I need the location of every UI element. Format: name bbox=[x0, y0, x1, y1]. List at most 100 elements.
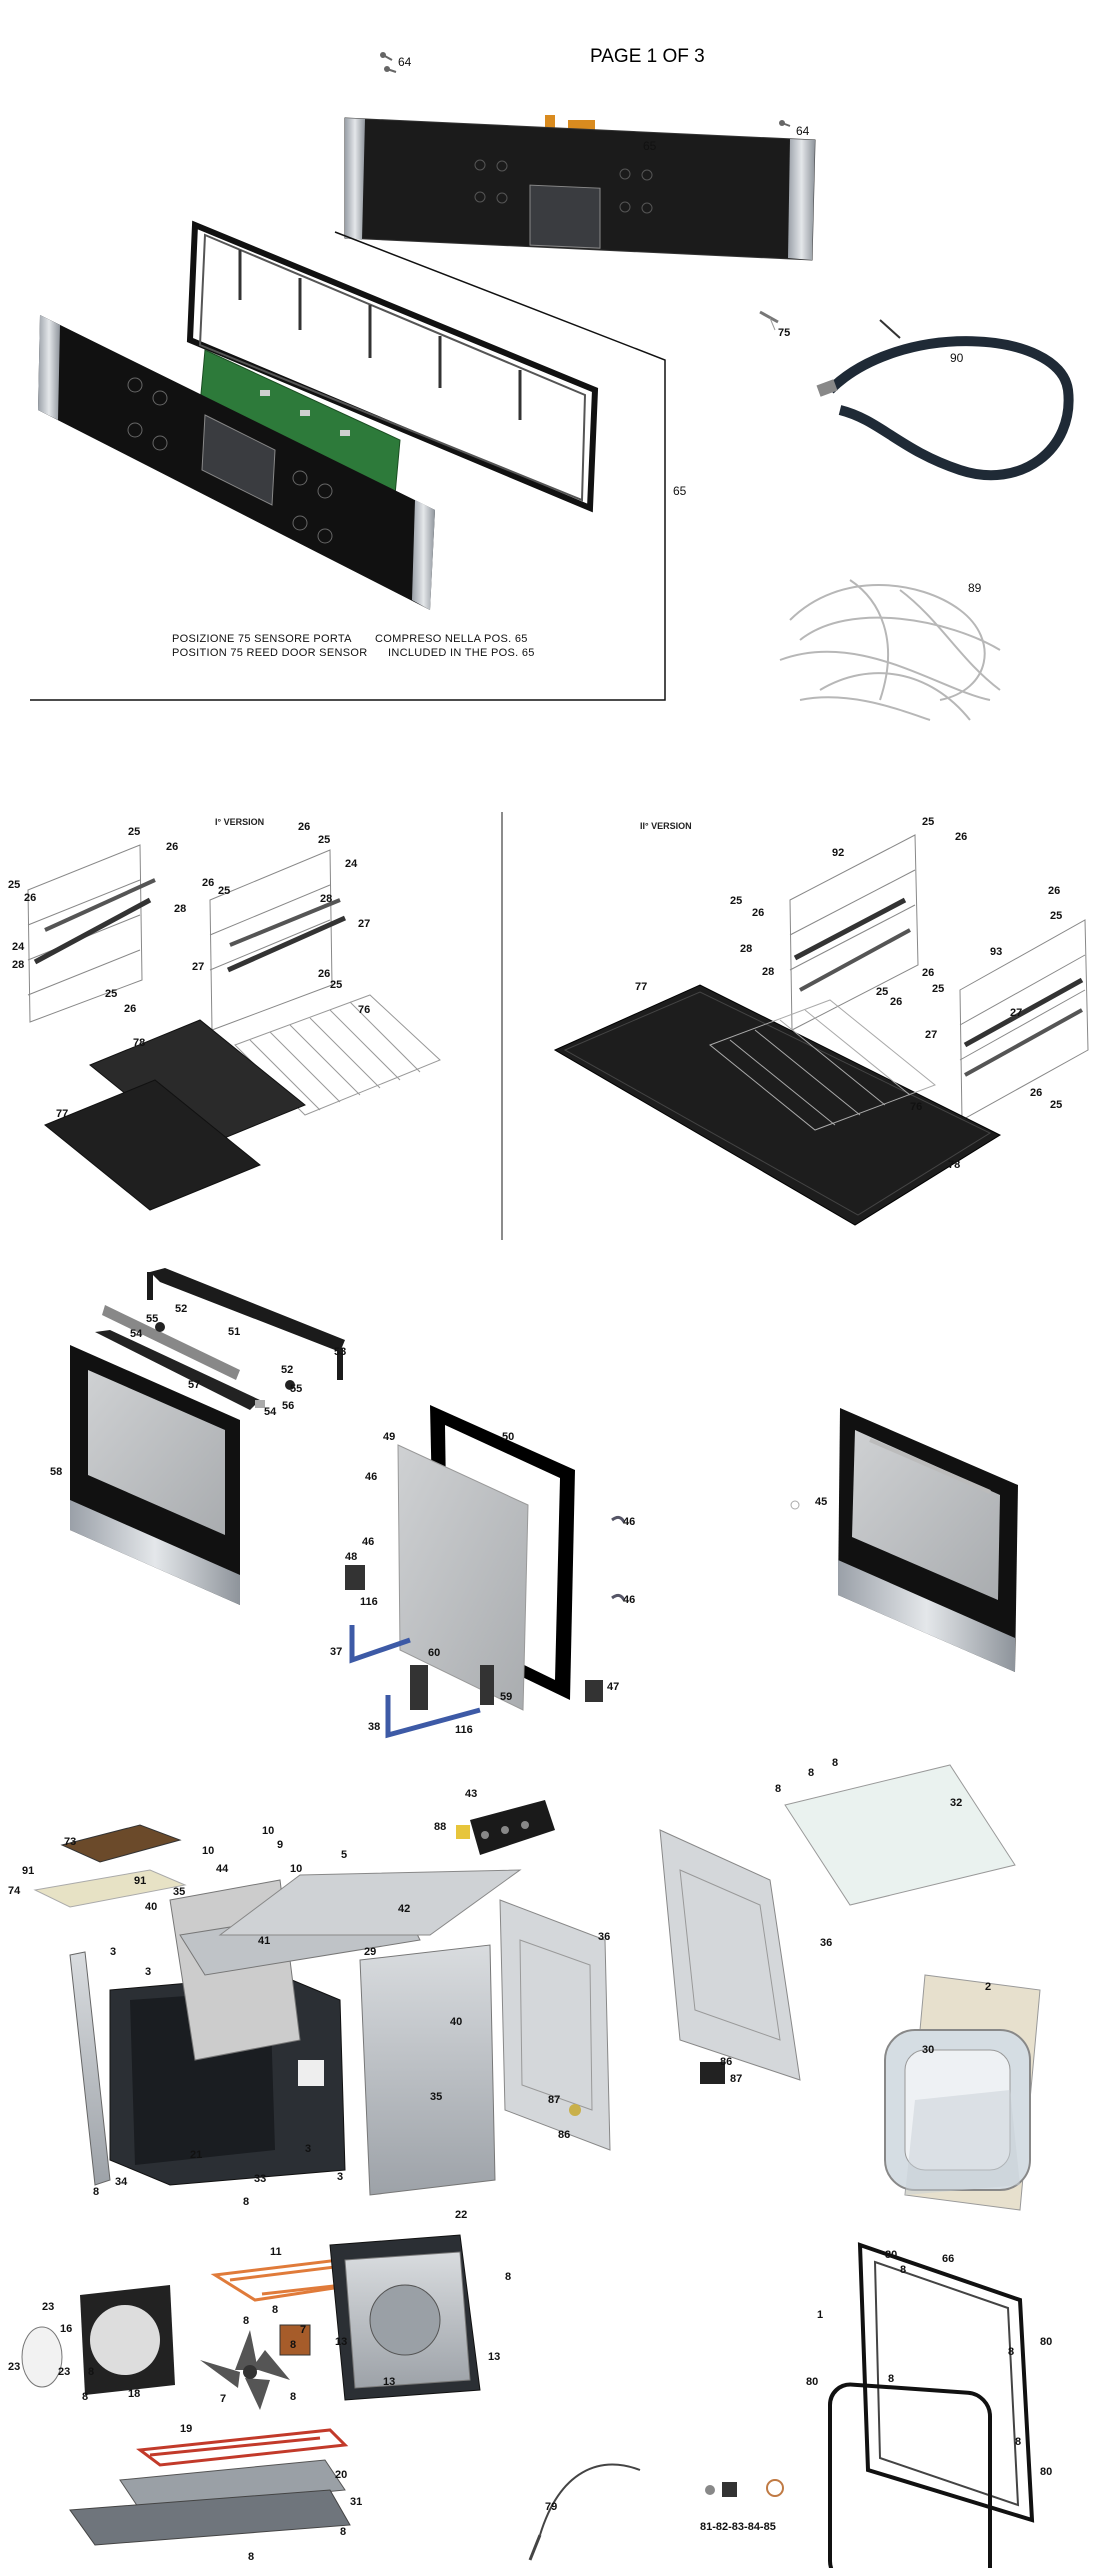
label-8-k: 8 bbox=[900, 2264, 906, 2276]
section-door: 52 55 54 51 53 52 55 57 56 54 58 49 50 4… bbox=[50, 1268, 1018, 1739]
label-25-l: 25 bbox=[1050, 1099, 1062, 1111]
label-26-c: 26 bbox=[124, 1003, 136, 1015]
v2-right-rack bbox=[959, 919, 1089, 1121]
clip-46-r1 bbox=[611, 1515, 626, 1523]
hinge-48 bbox=[345, 1565, 365, 1590]
label-66: 66 bbox=[942, 2253, 954, 2265]
label-26-g: 26 bbox=[955, 831, 967, 843]
label-93: 93 bbox=[990, 946, 1002, 958]
door-strip bbox=[102, 1305, 240, 1380]
door-trim-57 bbox=[95, 1330, 260, 1410]
cavity-shell-30 bbox=[884, 1974, 1041, 2211]
label-25-j: 25 bbox=[932, 983, 944, 995]
label-8-i: 8 bbox=[290, 2391, 296, 2403]
label-24-b: 24 bbox=[345, 858, 358, 870]
glass-16 bbox=[21, 2326, 63, 2388]
label-57: 57 bbox=[188, 1379, 200, 1391]
label-21: 21 bbox=[190, 2149, 202, 2161]
note-it-left: POSIZIONE 75 SENSORE PORTA bbox=[172, 633, 352, 645]
label-116-a: 116 bbox=[360, 1596, 378, 1608]
label-80-a: 80 bbox=[885, 2249, 897, 2261]
label-25-g: 25 bbox=[922, 816, 934, 828]
label-8-a: 8 bbox=[775, 1783, 781, 1795]
label-25-f: 25 bbox=[330, 979, 342, 991]
label-53: 53 bbox=[334, 1346, 346, 1358]
section-cabinet: 73 91 91 74 10 44 10 9 10 5 35 40 3 3 41… bbox=[8, 1757, 1052, 2568]
label-23-a: 23 bbox=[42, 2301, 54, 2313]
label-26-h: 26 bbox=[752, 907, 764, 919]
label-80-c: 80 bbox=[806, 2376, 818, 2388]
assembled-door-45 bbox=[838, 1408, 1018, 1672]
label-26-e: 26 bbox=[202, 877, 214, 889]
label-45: 45 bbox=[815, 1496, 827, 1508]
label-5: 5 bbox=[341, 1849, 347, 1861]
label-8-r: 8 bbox=[243, 2196, 249, 2208]
label-91-b: 91 bbox=[134, 1875, 146, 1887]
label-27-b: 27 bbox=[192, 961, 204, 973]
module-73 bbox=[60, 1824, 182, 1863]
label-10-c: 10 bbox=[290, 1863, 302, 1875]
label-80-d: 80 bbox=[1040, 2466, 1052, 2478]
reed-sensor-75 bbox=[759, 310, 779, 331]
label-18: 18 bbox=[128, 2388, 140, 2400]
label-13-c: 13 bbox=[488, 2351, 500, 2363]
version-1-label: I° VERSION bbox=[215, 817, 264, 827]
label-9: 9 bbox=[277, 1839, 283, 1851]
screw-64-left bbox=[380, 52, 397, 73]
label-51: 51 bbox=[228, 1326, 240, 1338]
plate-31 bbox=[69, 2489, 351, 2546]
label-52-a: 52 bbox=[175, 1303, 187, 1315]
bottom-element-19 bbox=[136, 2428, 349, 2467]
label-76-b: 76 bbox=[910, 1101, 922, 1113]
part-56 bbox=[255, 1400, 265, 1408]
page-title: PAGE 1 OF 3 bbox=[590, 46, 705, 67]
label-8-p: 8 bbox=[340, 2526, 346, 2538]
label-32: 32 bbox=[950, 1797, 962, 1809]
label-23-b: 23 bbox=[8, 2361, 20, 2373]
label-33: 33 bbox=[254, 2173, 266, 2185]
label-87-a: 87 bbox=[730, 2073, 742, 2085]
label-19: 19 bbox=[180, 2423, 192, 2435]
label-1: 1 bbox=[817, 2309, 823, 2321]
label-36-a: 36 bbox=[598, 1931, 610, 1943]
label-40-a: 40 bbox=[145, 1901, 157, 1913]
label-3-c: 3 bbox=[305, 2143, 311, 2155]
label-28-b: 28 bbox=[12, 959, 24, 971]
label-65b: 65 bbox=[673, 484, 687, 498]
note-en-right: INCLUDED IN THE POS. 65 bbox=[388, 647, 535, 659]
label-58: 58 bbox=[50, 1466, 62, 1478]
bracket-38 bbox=[385, 1695, 481, 1739]
label-25-c: 25 bbox=[105, 988, 117, 1000]
wiring-harness-89 bbox=[779, 579, 1001, 721]
side-rail-34 bbox=[69, 1951, 111, 2186]
label-8-h: 8 bbox=[82, 2391, 88, 2403]
rear-panel-35 bbox=[359, 1944, 496, 2196]
label-29: 29 bbox=[364, 1946, 376, 1958]
part-87-right bbox=[700, 2062, 725, 2084]
label-8-f: 8 bbox=[290, 2339, 296, 2351]
label-52-b: 52 bbox=[281, 1364, 293, 1376]
label-20: 20 bbox=[335, 2469, 347, 2481]
label-73: 73 bbox=[64, 1836, 76, 1848]
label-8-j: 8 bbox=[505, 2271, 511, 2283]
label-87-b: 87 bbox=[548, 2094, 560, 2106]
label-28-c: 28 bbox=[320, 893, 332, 905]
label-8-n: 8 bbox=[1015, 2436, 1021, 2448]
label-44: 44 bbox=[216, 1863, 229, 1875]
label-64a: 64 bbox=[398, 55, 412, 69]
part-59 bbox=[480, 1665, 494, 1705]
label-35-b: 35 bbox=[430, 2091, 442, 2103]
label-7-a: 7 bbox=[220, 2393, 226, 2405]
label-8-d: 8 bbox=[243, 2315, 249, 2327]
part-55-right bbox=[285, 1380, 295, 1390]
label-116-b: 116 bbox=[455, 1724, 473, 1736]
note-en-left: POSITION 75 REED DOOR SENSOR bbox=[172, 647, 367, 659]
label-10-b: 10 bbox=[262, 1825, 274, 1837]
label-56: 56 bbox=[282, 1400, 294, 1412]
label-89: 89 bbox=[968, 581, 982, 595]
label-30: 30 bbox=[922, 2044, 934, 2056]
part-45-screw bbox=[790, 1500, 800, 1510]
label-8-q: 8 bbox=[93, 2186, 99, 2198]
label-8-b: 8 bbox=[808, 1767, 814, 1779]
side-panel-36-a bbox=[499, 1899, 611, 2151]
